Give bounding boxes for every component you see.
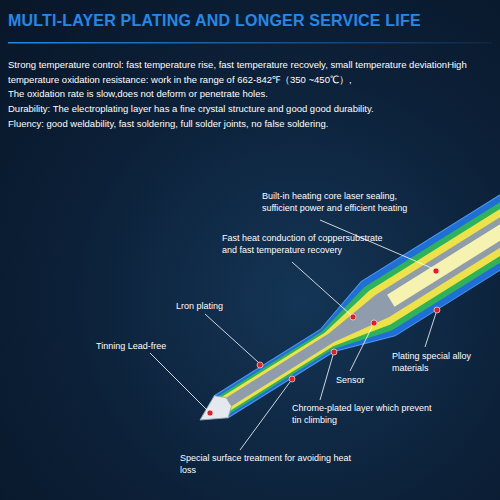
feature-paragraphs: Strong temperature control: fast tempera… [8, 58, 492, 132]
callout-label: Sensor [336, 374, 376, 386]
feature-text: Durability: The electroplating layer has… [8, 102, 492, 117]
callout-label: Lron plating [176, 300, 246, 312]
tip-body [183, 162, 500, 447]
callout-label: Chrome-plated layer which prevent tin cl… [292, 402, 442, 426]
callout-label: Plating special alloy materials [392, 350, 488, 374]
callout-label: Built-in heating core laser sealing, suf… [262, 190, 422, 214]
callout-label: Fast heat conduction of coppersubstrate … [222, 232, 394, 256]
feature-text: Fluency: good weldability, fast solderin… [8, 117, 492, 132]
page-title: MULTI-LAYER PLATING AND LONGER SERVICE L… [8, 12, 421, 30]
feature-text: The oxidation rate is slow,does not defo… [8, 87, 492, 102]
title-rule [8, 42, 492, 44]
callout-label: Special surface treatment for avoiding h… [180, 452, 352, 476]
callout-dots [207, 268, 440, 416]
callout-label: Tinning Lead-free [96, 340, 188, 352]
feature-text: Strong temperature control: fast tempera… [8, 58, 492, 87]
